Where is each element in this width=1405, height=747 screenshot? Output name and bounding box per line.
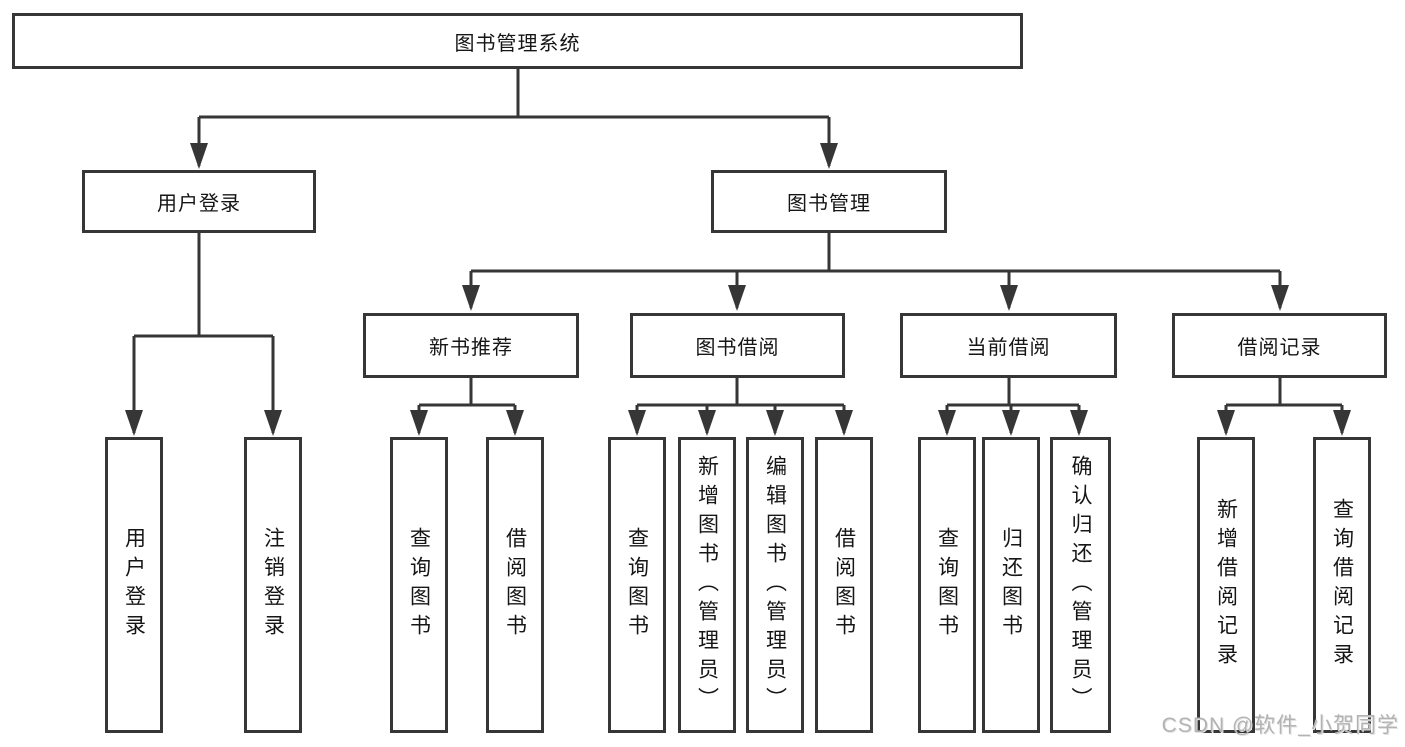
tree-edges [132, 69, 1344, 433]
leaf-add-book-admin-label: 新增图书（管理员） [695, 454, 719, 716]
leaf-query-book-recommend-label: 查询图书 [407, 527, 431, 643]
leaf-edit-book-admin: 编辑图书（管理员） [746, 437, 804, 733]
leaf-confirm-return-admin: 确认归还（管理员） [1050, 437, 1111, 733]
leaf-add-borrow-record: 新增借阅记录 [1197, 437, 1255, 733]
leaf-logout-label: 注销登录 [261, 527, 285, 643]
node-new-book-recommend: 新书推荐 [363, 313, 579, 378]
leaf-query-borrow-record-label: 查询借阅记录 [1330, 498, 1354, 672]
node-current-borrow-label: 当前借阅 [966, 337, 1051, 359]
leaf-add-borrow-record-label: 新增借阅记录 [1214, 498, 1238, 672]
leaf-query-book-current-label: 查询图书 [935, 527, 959, 643]
leaf-query-book-current: 查询图书 [918, 437, 976, 733]
leaf-edit-book-admin-label: 编辑图书（管理员） [763, 454, 787, 716]
node-new-book-recommend-label: 新书推荐 [429, 337, 513, 359]
leaf-return-book-label: 归还图书 [999, 527, 1023, 643]
leaf-borrow-book: 借阅图书 [815, 437, 873, 733]
node-book-management-label: 图书管理 [787, 193, 871, 215]
leaf-return-book: 归还图书 [982, 437, 1040, 733]
node-user-login-label: 用户登录 [157, 193, 241, 215]
leaf-add-book-admin: 新增图书（管理员） [678, 437, 736, 733]
leaf-query-borrow-record: 查询借阅记录 [1313, 437, 1371, 733]
csdn-watermark: CSDN @软件_小贺同学 [1161, 714, 1399, 737]
leaf-query-book-borrow: 查询图书 [608, 437, 666, 733]
leaf-user-login: 用户登录 [105, 437, 163, 733]
leaf-query-book-recommend: 查询图书 [390, 437, 448, 733]
tree-arrowheads [125, 143, 1351, 436]
node-root: 图书管理系统 [12, 13, 1023, 69]
leaf-borrow-book-label: 借阅图书 [832, 527, 856, 643]
leaf-user-login-label: 用户登录 [122, 527, 146, 643]
leaf-logout: 注销登录 [244, 437, 302, 733]
node-book-borrow: 图书借阅 [630, 313, 845, 378]
leaf-borrow-book-recommend: 借阅图书 [486, 437, 544, 733]
leaf-query-book-borrow-label: 查询图书 [625, 527, 649, 643]
node-current-borrow: 当前借阅 [900, 313, 1117, 378]
node-borrow-record-label: 借阅记录 [1237, 337, 1322, 359]
node-borrow-record: 借阅记录 [1172, 313, 1387, 378]
node-book-borrow-label: 图书借阅 [695, 337, 780, 359]
node-book-management: 图书管理 [711, 170, 947, 233]
node-root-label: 图书管理系统 [454, 32, 581, 55]
leaf-confirm-return-admin-label: 确认归还（管理员） [1069, 454, 1092, 716]
node-user-login: 用户登录 [82, 170, 316, 233]
leaf-borrow-book-recommend-label: 借阅图书 [503, 527, 527, 643]
